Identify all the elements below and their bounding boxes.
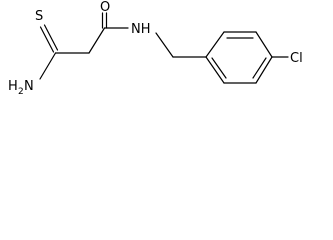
ring-bond-1 bbox=[205, 31, 225, 58]
atom-oxygen-label: O bbox=[100, 0, 110, 15]
atom-sulfur-label: S bbox=[35, 9, 43, 24]
ring-bond-6 bbox=[205, 56, 225, 84]
bond-nh-ch2 bbox=[155, 32, 174, 58]
bond-c-nh2 bbox=[39, 52, 57, 80]
molecule-structure-diagram: S O NH H 2 N Cl bbox=[8, 0, 303, 97]
ring-bond-3 bbox=[255, 31, 273, 58]
bond-cs-double-b bbox=[43, 24, 59, 51]
atom-amine-nitrogen-group: H 2 N bbox=[8, 79, 34, 97]
atom-chlorine-label: Cl bbox=[290, 51, 303, 66]
ring-inner-bond-c bbox=[211, 57, 227, 79]
ring-bond-4 bbox=[255, 56, 273, 84]
atom-amide-nitrogen-label: NH bbox=[131, 22, 151, 37]
atom-amine-subscript-label: 2 bbox=[18, 87, 24, 97]
bond-cs-double-a bbox=[39, 26, 55, 53]
bond-ch2-carbonyl bbox=[88, 27, 106, 54]
atom-amine-hydrogen-label: H bbox=[8, 79, 18, 94]
atom-amine-n-label: N bbox=[24, 79, 34, 94]
ring-inner-bond-b bbox=[252, 57, 267, 79]
